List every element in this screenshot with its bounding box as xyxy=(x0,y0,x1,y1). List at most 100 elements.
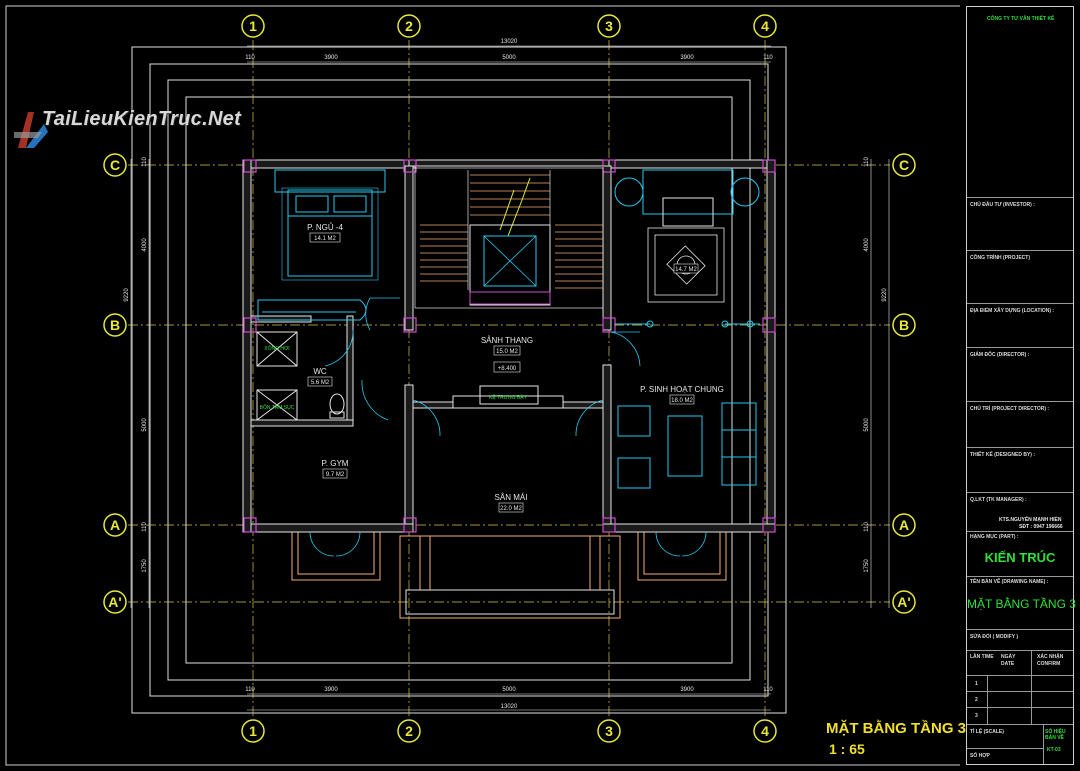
room-area-wc: 5.6 M2 xyxy=(311,380,330,386)
grid-axes xyxy=(128,40,890,718)
director-label: GIÁM ĐỐC (DIRECTOR) : xyxy=(970,352,1030,358)
svg-text:3: 3 xyxy=(605,723,613,739)
title-block-divider xyxy=(967,401,1073,402)
dim-side-seg: 110 xyxy=(142,157,148,167)
dim-bottom-seg: 3900 xyxy=(680,687,694,693)
staircase xyxy=(414,167,604,309)
dim-side-seg: 5000 xyxy=(142,418,148,432)
grid-bubble-col-4: 4 xyxy=(753,14,777,38)
location-label: ĐỊA ĐIỂM XÂY DỰNG (LOCATION) : xyxy=(970,308,1055,314)
grid-bubble-row-a: A xyxy=(892,513,916,537)
title-block-divider xyxy=(967,629,1073,630)
room-area-lounge: 14.7 M2 xyxy=(675,267,697,273)
svg-text:A: A xyxy=(110,517,120,533)
room-area-gym: 9.7 M2 xyxy=(326,472,345,478)
grid-bubble-col-4: 4 xyxy=(753,719,777,743)
title-block-divider xyxy=(967,748,1043,749)
modify-header-confirm: XÁC NHẬN CONFIRM xyxy=(1037,654,1064,667)
dim-top-seg: 110 xyxy=(763,55,773,61)
dimension-lines xyxy=(130,45,890,711)
svg-text:4: 4 xyxy=(761,723,769,739)
svg-text:A': A' xyxy=(108,594,121,610)
modify-row-number: 3 xyxy=(975,713,978,719)
dim-side-seg: 110 xyxy=(864,157,870,167)
svg-text:A': A' xyxy=(897,594,910,610)
svg-text:1: 1 xyxy=(249,723,257,739)
living-furniture xyxy=(615,320,760,489)
grid-bubble-col-1: 1 xyxy=(241,14,265,38)
dim-side-total: 9220 xyxy=(882,288,888,302)
watermark-logo-icon xyxy=(14,112,48,148)
company-name: CÔNG TY TƯ VẤN THIẾT KẾ xyxy=(987,16,1055,22)
room-name-bedroom: P. NGỦ -4 xyxy=(307,223,343,232)
drawing-name-value: MẶT BẰNG TẦNG 3 xyxy=(967,597,1076,611)
lounge-furniture xyxy=(614,169,760,227)
category-value: KIẾN TRÚC xyxy=(984,550,1056,565)
drawing-name-label: TÊN BẢN VẼ (DRAWING NAME) : xyxy=(970,579,1049,585)
door-swings xyxy=(324,297,641,437)
dim-top-seg: 3900 xyxy=(680,55,694,61)
grid-bubble-col-3: 3 xyxy=(597,14,621,38)
dim-side-seg: 4000 xyxy=(864,238,870,252)
display-shelf xyxy=(452,385,564,409)
grid-bubble-col-1: 1 xyxy=(241,719,265,743)
title-block-divider xyxy=(967,691,1073,692)
dim-side-seg: 1750 xyxy=(142,559,148,573)
room-area-stair-hall: 15.0 M2 xyxy=(496,349,518,355)
grid-bubble-row-b: B xyxy=(103,313,127,337)
shelf-label: KỆ TRƯNG BÀY xyxy=(489,393,527,401)
manager-name: KTS.NGUYỄN MẠNH HIỂN xyxy=(999,517,1062,523)
title-block-divider xyxy=(967,531,1073,532)
title-block-divider xyxy=(967,707,1073,708)
manager-phone: SĐT : 0947 196666 xyxy=(1019,524,1063,530)
svg-text:2: 2 xyxy=(405,18,413,34)
grid-bubble-col-2: 2 xyxy=(397,719,421,743)
sheet-label: SỐ HIỆU BẢN VẼ xyxy=(1045,729,1066,741)
title-block-divider xyxy=(967,347,1073,348)
title-block-divider xyxy=(967,650,1073,651)
room-area-roof-terrace: 22.0 M2 xyxy=(500,506,522,512)
svg-text:A: A xyxy=(899,517,909,533)
dim-top-seg: 3900 xyxy=(324,55,338,61)
title-block-divider xyxy=(967,447,1073,448)
balcony-doors xyxy=(309,531,707,557)
room-area-living: 18.0 M2 xyxy=(671,398,693,404)
bath-label: BỒN TẮM SỤC xyxy=(260,403,295,411)
dim-side-seg: 110 xyxy=(864,522,870,532)
project-label: CÔNG TRÌNH (PROJECT) xyxy=(970,255,1030,261)
grid-bubble-row-b: B xyxy=(892,313,916,337)
grid-bubble-row-a-prime: A' xyxy=(103,590,127,614)
dim-bottom-total: 13020 xyxy=(501,704,518,710)
grid-bubble-row-c: C xyxy=(103,153,127,177)
dim-top-seg: 110 xyxy=(245,55,255,61)
walls xyxy=(242,159,776,533)
dim-bottom-seg: 110 xyxy=(763,687,773,693)
decorative-rug xyxy=(647,227,725,303)
drawing-scale: 1 : 65 xyxy=(829,741,865,757)
stair-arrow xyxy=(499,177,531,237)
dim-bottom-seg: 110 xyxy=(245,687,255,693)
title-block-divider xyxy=(967,724,1073,725)
number-label: SỐ HỢP xyxy=(970,753,990,759)
drawing-title: MẶT BẰNG TẦNG 3 xyxy=(826,720,966,737)
level-mark: +8.400 xyxy=(498,366,517,372)
title-block-divider xyxy=(967,303,1073,304)
svg-text:B: B xyxy=(899,317,909,333)
designer-label: THIẾT KẾ (DESIGNED BY) : xyxy=(970,452,1036,458)
modify-row-number: 1 xyxy=(975,681,978,687)
svg-text:4: 4 xyxy=(761,18,769,34)
title-block-divider xyxy=(967,675,1073,676)
floor-plan-drawing: 13020 110 3900 5000 3900 110 110 3900 50… xyxy=(5,5,960,766)
grid-bubble-col-3: 3 xyxy=(597,719,621,743)
title-block-divider xyxy=(967,197,1073,198)
investor-label: CHỦ ĐẦU TƯ (INVESTOR) : xyxy=(970,202,1035,208)
room-area-bedroom: 14.1 M2 xyxy=(314,236,336,242)
title-block-divider xyxy=(967,250,1073,251)
modify-header-date: NGÀY DATE xyxy=(1001,654,1016,667)
svg-text:C: C xyxy=(899,157,909,173)
modify-row-number: 2 xyxy=(975,697,978,703)
title-block: CÔNG TY TƯ VẤN THIẾT KẾ CHỦ ĐẦU TƯ (INVE… xyxy=(966,6,1076,765)
dim-side-seg: 110 xyxy=(142,522,148,532)
dim-side-total: 9220 xyxy=(124,288,130,302)
bed xyxy=(274,169,386,281)
